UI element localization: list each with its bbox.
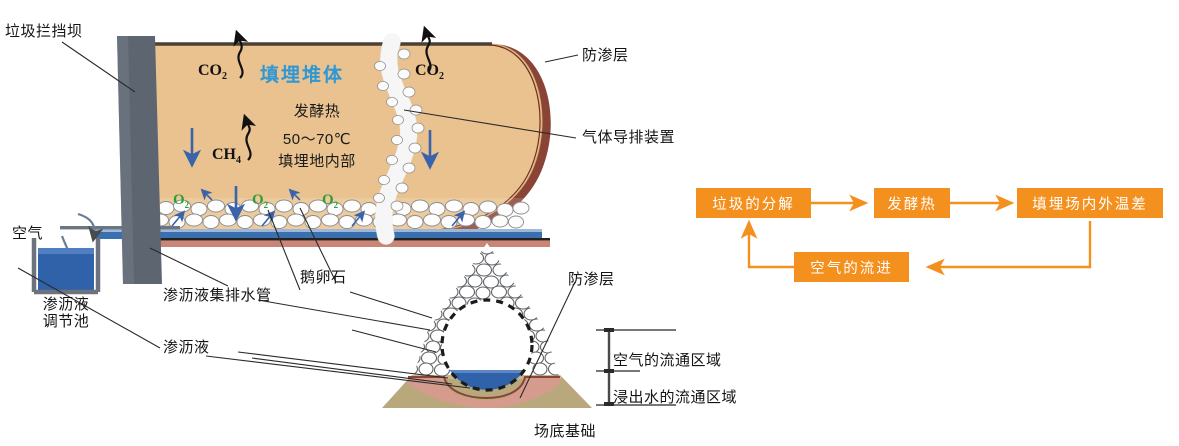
detail-liner-layer — [408, 378, 560, 408]
label-site-base: 场底基础 — [534, 423, 597, 440]
label-o2-3: O2 — [322, 192, 338, 210]
gravel-air-arrows — [171, 188, 466, 227]
label-o2-2: O2 — [252, 192, 268, 210]
flow-node-temperature-difference[interactable]: 填埋场内外温差 — [1017, 188, 1163, 218]
label-landfill-interior: 填埋地内部 — [278, 153, 356, 170]
dam-highlight — [117, 36, 134, 284]
label-o2-1: O2 — [173, 192, 189, 210]
o2-3-text: O — [322, 192, 334, 208]
label-temperature-range: 50～70℃ — [282, 131, 352, 148]
base-geomembrane-line — [150, 238, 550, 241]
o2-1-sub: 2 — [184, 200, 190, 210]
label-co2-right: CO2 — [415, 62, 444, 82]
dimension-ticks — [604, 328, 614, 406]
leachate-drain-pipe — [92, 232, 542, 239]
o2-2-text: O — [252, 192, 264, 208]
label-leachate-flow-zone: 浸出水的流通区域 — [613, 389, 738, 406]
co2-right-text: CO — [415, 62, 439, 79]
leader-lines — [17, 41, 579, 399]
flow-node-decomposition[interactable]: 垃圾的分解 — [696, 188, 811, 218]
ch4-escape-arrow — [241, 113, 257, 161]
label-leachate-pond-line2: 调节池 — [42, 313, 90, 331]
label-leachate: 渗沥液 — [163, 339, 210, 356]
air-flow-arrows — [182, 128, 440, 222]
flowchart-connectors — [740, 194, 1092, 276]
label-gas-venting-device: 气体导排装置 — [582, 129, 676, 146]
detail-leader-lines — [251, 291, 453, 385]
label-impermeable-liner-detail: 防渗层 — [568, 271, 615, 288]
label-impermeable-liner-top: 防渗层 — [582, 47, 629, 64]
air-supply-duct — [60, 226, 180, 230]
label-air-flow-zone: 空气的流通区域 — [613, 352, 722, 369]
leachate-regulation-pond — [31, 238, 101, 295]
ch4-text: CH — [212, 146, 236, 163]
o2-2-sub: 2 — [263, 200, 269, 210]
cobble-layer — [160, 198, 555, 236]
co2-escape-arrows — [233, 25, 437, 79]
perforated-drain-pipe-detail — [440, 298, 534, 392]
flow-node-fermentation-heat[interactable]: 发酵热 — [874, 188, 950, 218]
ch4-sub: 4 — [236, 155, 241, 167]
label-waste-retaining-dam: 垃圾拦挡坝 — [5, 23, 83, 40]
detail-liner-line — [408, 376, 560, 400]
leachate-drain-pipe-top — [92, 229, 542, 232]
o2-1-text: O — [173, 192, 185, 208]
co2-right-sub: 2 — [439, 71, 444, 83]
label-ch4: CH4 — [212, 146, 241, 166]
label-leachate-regulation-pond: 渗沥液 调节池 — [30, 296, 102, 331]
base-liner-strip — [150, 240, 550, 247]
label-leachate-pond-line1: 渗沥液 — [42, 296, 90, 313]
co2-left-text: CO — [198, 62, 222, 79]
o2-3-sub: 2 — [333, 200, 339, 210]
flow-node-air-inflow[interactable]: 空气的流进 — [794, 252, 909, 282]
gas-vent-well — [373, 33, 425, 245]
label-leachate-collection-pipe: 渗沥液集排水管 — [163, 287, 272, 304]
label-co2-left: CO2 — [198, 62, 227, 82]
label-fill-body: 填埋堆体 — [260, 65, 345, 86]
label-cobblestone: 鹅卵石 — [300, 269, 347, 286]
co2-left-sub: 2 — [222, 71, 227, 83]
label-air: 空气 — [12, 225, 44, 242]
label-fermentation-heat: 发酵热 — [293, 103, 341, 120]
